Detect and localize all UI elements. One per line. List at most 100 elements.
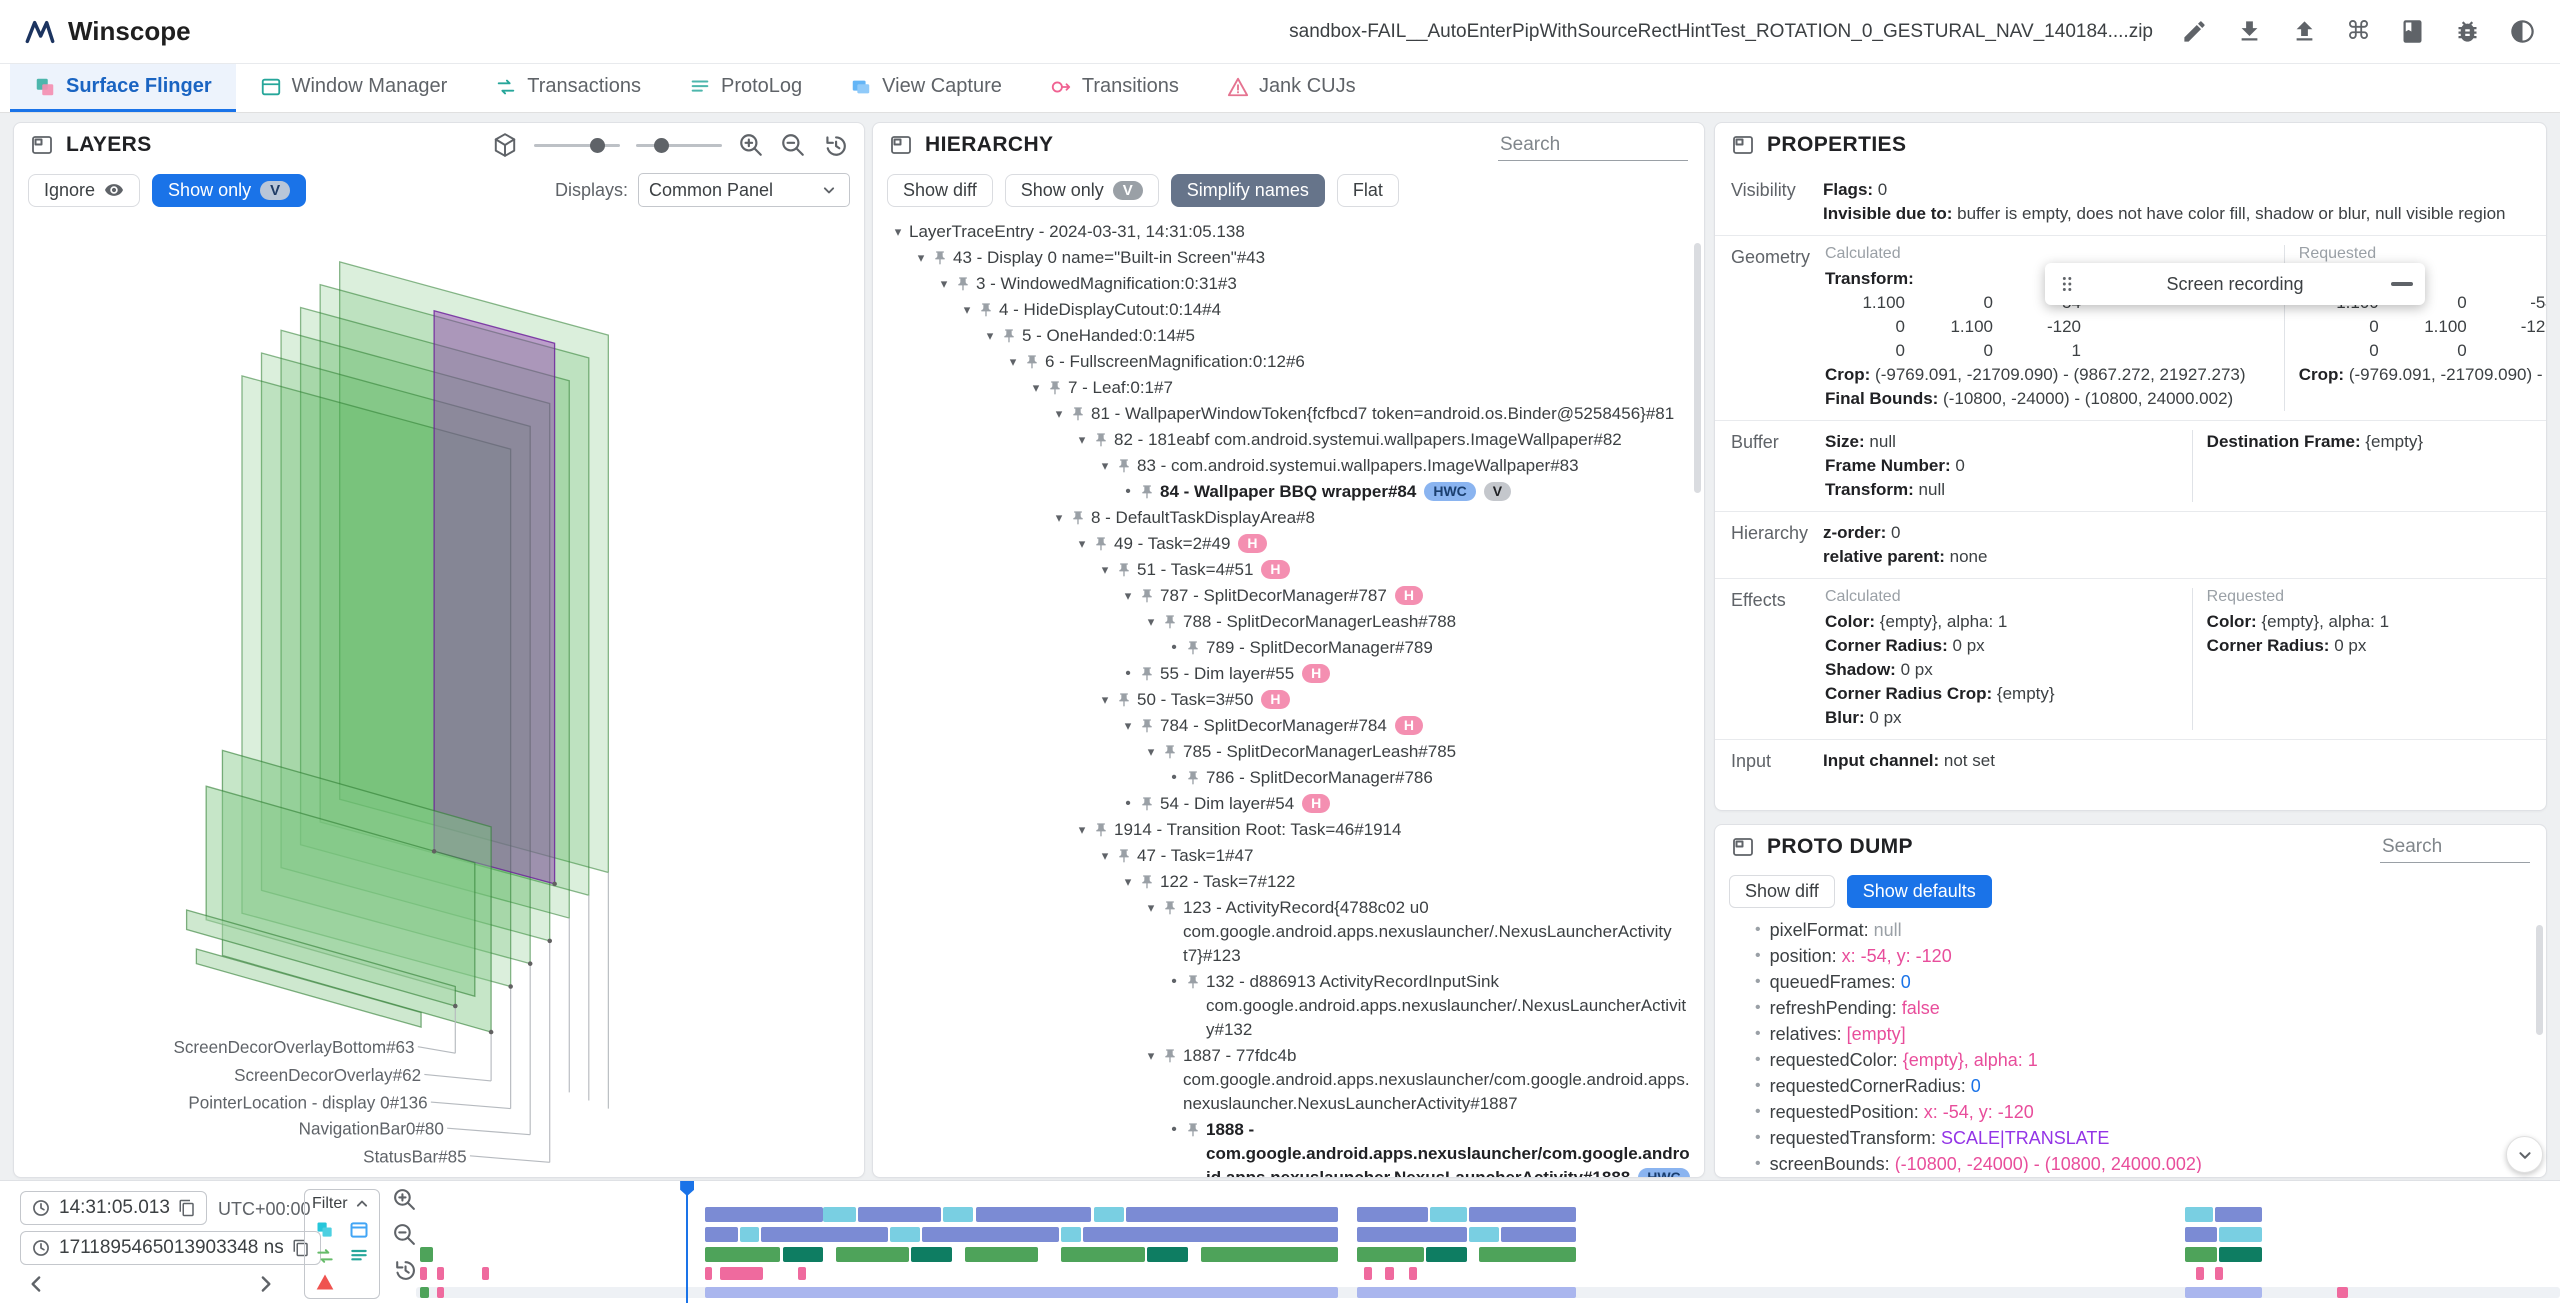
tree-node[interactable]: ▾7 - Leaf:0:1#7 bbox=[875, 375, 1700, 401]
pin-icon[interactable] bbox=[1093, 432, 1109, 448]
expand-arrow-icon[interactable]: ▾ bbox=[1101, 692, 1109, 707]
timeline-segment[interactable] bbox=[2214, 1207, 2262, 1222]
expand-arrow-icon[interactable]: ▾ bbox=[1101, 848, 1109, 863]
proto-property-row[interactable]: •requestedPosition: x: -54, y: -120 bbox=[1729, 1099, 2546, 1125]
tree-node[interactable]: •786 - SplitDecorManager#786 bbox=[875, 765, 1700, 791]
layer-label[interactable]: ScreenDecorOverlay#62 bbox=[234, 1066, 421, 1085]
timeline-segment[interactable] bbox=[420, 1287, 429, 1298]
timeline-segment[interactable] bbox=[1082, 1227, 1338, 1242]
timeline-segment[interactable] bbox=[2337, 1287, 2348, 1298]
tree-node[interactable]: ▾788 - SplitDecorManagerLeash#788 bbox=[875, 609, 1700, 635]
tree-node[interactable]: ▾6 - FullscreenMagnification:0:12#6 bbox=[875, 349, 1700, 375]
pin-icon[interactable] bbox=[932, 250, 948, 266]
pin-icon[interactable] bbox=[1162, 614, 1178, 630]
documentation-icon[interactable] bbox=[2399, 18, 2426, 45]
ignore-button[interactable]: Ignore bbox=[28, 173, 141, 207]
expand-arrow-icon[interactable]: ▾ bbox=[940, 276, 948, 291]
layers-show-only-toggle[interactable]: Show only V bbox=[152, 173, 307, 207]
pin-icon[interactable] bbox=[1139, 796, 1155, 812]
proto-property-row[interactable]: •refreshPending: false bbox=[1729, 995, 2546, 1021]
filter-window-manager-icon[interactable] bbox=[349, 1220, 369, 1240]
timeline-segment[interactable] bbox=[2214, 1267, 2224, 1280]
timeline-segment[interactable] bbox=[857, 1207, 942, 1222]
proto-property-row[interactable]: •pixelFormat: null bbox=[1729, 917, 2546, 943]
timeline-segment[interactable] bbox=[1357, 1227, 1467, 1242]
displays-select[interactable]: Common Panel bbox=[638, 173, 850, 207]
timeline-segment[interactable] bbox=[720, 1267, 764, 1280]
pin-icon[interactable] bbox=[1185, 974, 1201, 990]
report-bug-icon[interactable] bbox=[2454, 18, 2481, 45]
expand-arrow-icon[interactable]: ▾ bbox=[1078, 822, 1086, 837]
proto-show-defaults-button[interactable]: Show defaults bbox=[1846, 874, 1992, 908]
pin-icon[interactable] bbox=[1116, 692, 1132, 708]
timeline-segment[interactable] bbox=[1061, 1227, 1081, 1242]
timeline-cursor-handle[interactable] bbox=[680, 1181, 695, 1196]
tree-node[interactable]: •1888 - com.google.android.apps.nexuslau… bbox=[875, 1117, 1700, 1177]
expand-arrow-icon[interactable]: ▾ bbox=[1032, 380, 1040, 395]
timeline-overview-track[interactable] bbox=[416, 1287, 2560, 1298]
pin-icon[interactable] bbox=[1116, 458, 1132, 474]
timeline-reset-zoom-icon[interactable] bbox=[392, 1257, 417, 1282]
timeline-segment[interactable] bbox=[1093, 1207, 1124, 1222]
expand-arrow-icon[interactable]: ▾ bbox=[894, 224, 902, 239]
tree-node[interactable]: ▾LayerTraceEntry - 2024-03-31, 14:31:05.… bbox=[875, 219, 1700, 245]
pin-icon[interactable] bbox=[1070, 510, 1086, 526]
hierarchy-search-input[interactable] bbox=[1498, 129, 1688, 161]
timeline-segment[interactable] bbox=[964, 1247, 1038, 1262]
pin-icon[interactable] bbox=[1139, 666, 1155, 682]
timeline-canvas[interactable] bbox=[416, 1181, 2560, 1303]
next-entry-button[interactable] bbox=[252, 1271, 278, 1297]
timeline-segment[interactable] bbox=[1147, 1247, 1188, 1262]
timeline-segment[interactable] bbox=[2184, 1247, 2217, 1262]
timeline-segment[interactable] bbox=[1430, 1207, 1467, 1222]
timeline-segment[interactable] bbox=[1425, 1247, 1467, 1262]
timeline-segment[interactable] bbox=[2184, 1287, 2262, 1298]
pin-icon[interactable] bbox=[1047, 380, 1063, 396]
timeline-segment[interactable] bbox=[739, 1227, 760, 1242]
tree-node[interactable]: ▾122 - Task=7#122 bbox=[875, 869, 1700, 895]
timeline-segment[interactable] bbox=[823, 1207, 856, 1222]
timeline-segment[interactable] bbox=[2195, 1267, 2205, 1280]
transitions-track[interactable] bbox=[416, 1247, 2560, 1262]
tab-transitions[interactable]: Transitions bbox=[1026, 64, 1203, 112]
minimize-icon[interactable] bbox=[2391, 282, 2413, 286]
3d-view-icon[interactable] bbox=[492, 132, 518, 158]
timeline-segment[interactable] bbox=[482, 1267, 489, 1280]
timeline-segment[interactable] bbox=[782, 1247, 824, 1262]
tab-window-manager[interactable]: Window Manager bbox=[236, 64, 472, 112]
tab-transactions[interactable]: Transactions bbox=[471, 64, 665, 112]
pin-icon[interactable] bbox=[1024, 354, 1040, 370]
ns-timestamp-box[interactable]: 1711895465013903348 ns bbox=[20, 1231, 321, 1265]
timeline-zoom-out-icon[interactable] bbox=[392, 1222, 417, 1247]
layer-label[interactable]: NavigationBar0#80 bbox=[299, 1120, 444, 1139]
timeline-segment[interactable] bbox=[2219, 1247, 2262, 1262]
tree-node[interactable]: •789 - SplitDecorManager#789 bbox=[875, 635, 1700, 661]
pin-icon[interactable] bbox=[1093, 536, 1109, 552]
expand-arrow-icon[interactable]: ▾ bbox=[1101, 562, 1109, 577]
filter-surface-flinger-icon[interactable] bbox=[315, 1220, 335, 1240]
copy-icon[interactable] bbox=[178, 1199, 196, 1217]
tree-node[interactable]: ▾47 - Task=1#47 bbox=[875, 843, 1700, 869]
timeline-segment[interactable] bbox=[1408, 1267, 1418, 1280]
filter-transactions-icon[interactable] bbox=[315, 1246, 335, 1266]
tree-node[interactable]: ▾4 - HideDisplayCutout:0:14#4 bbox=[875, 297, 1700, 323]
timeline-segment[interactable] bbox=[1357, 1247, 1424, 1262]
pin-icon[interactable] bbox=[1139, 718, 1155, 734]
drag-handle-icon[interactable] bbox=[2057, 273, 2079, 295]
shortcuts-icon[interactable]: ⌘ bbox=[2346, 17, 2371, 45]
proto-property-row[interactable]: •relatives: [empty] bbox=[1729, 1021, 2546, 1047]
timeline-segment[interactable] bbox=[705, 1247, 781, 1262]
pin-icon[interactable] bbox=[978, 302, 994, 318]
proto-property-row[interactable]: •requestedCornerRadius: 0 bbox=[1729, 1073, 2546, 1099]
proto-property-row[interactable]: •screenBounds: (-10800, -24000) - (10800… bbox=[1729, 1151, 2546, 1173]
timeline-segment[interactable] bbox=[2184, 1227, 2217, 1242]
tab-jank-cujs[interactable]: Jank CUJs bbox=[1203, 64, 1380, 112]
tree-node[interactable]: ▾8 - DefaultTaskDisplayArea#8 bbox=[875, 505, 1700, 531]
pin-icon[interactable] bbox=[1139, 484, 1155, 500]
hierarchy-scrollbar[interactable] bbox=[1694, 243, 1701, 493]
expand-arrow-icon[interactable]: ▾ bbox=[963, 302, 971, 317]
surface-flinger-track[interactable] bbox=[416, 1207, 2560, 1222]
pin-icon[interactable] bbox=[1162, 900, 1178, 916]
timeline-segment[interactable] bbox=[761, 1227, 888, 1242]
